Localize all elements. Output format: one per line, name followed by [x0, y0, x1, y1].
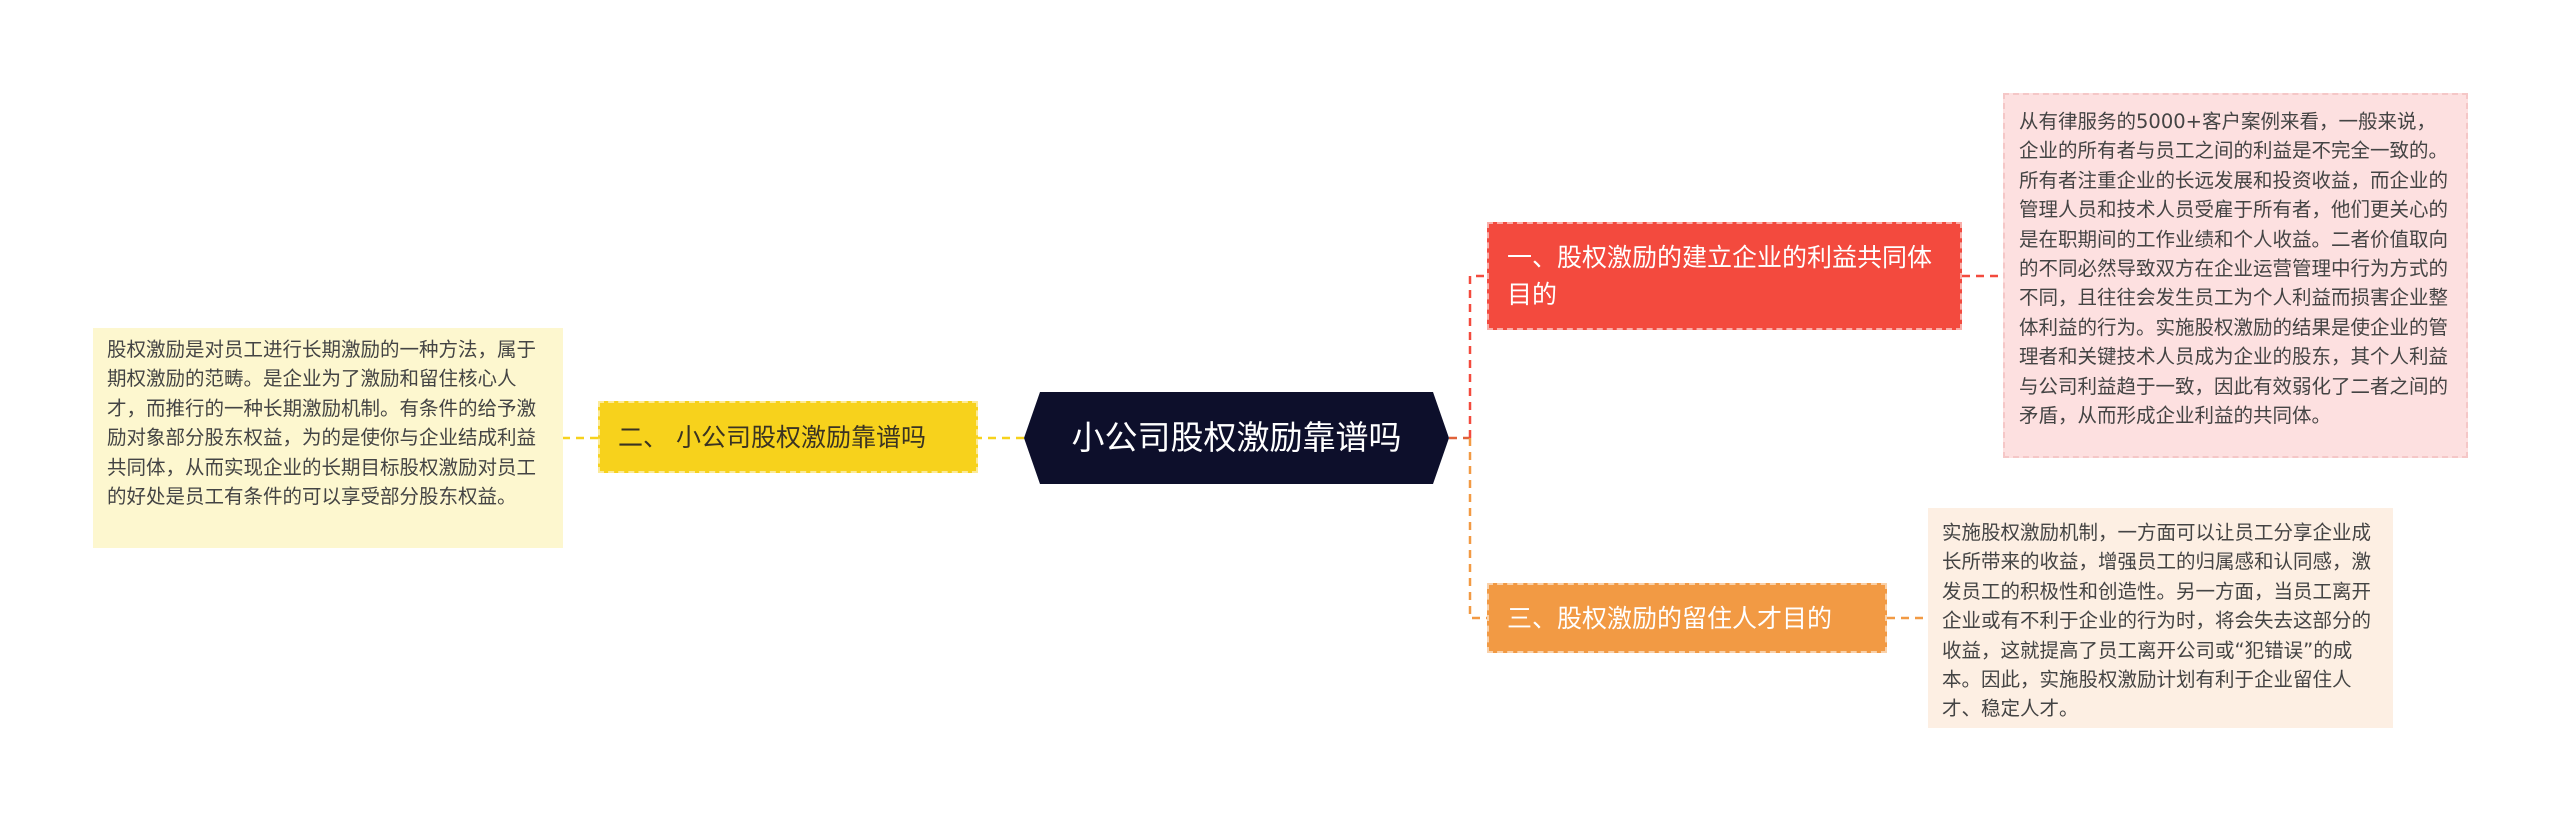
branch-topic-3[interactable]: 三、股权激励的留住人才目的	[1487, 583, 1887, 653]
branch-3-detail-note[interactable]: 实施股权激励机制，一方面可以让员工分享企业成长所带来的收益，增强员工的归属感和认…	[1928, 508, 2393, 728]
branch-topic-1[interactable]: 一、股权激励的建立企业的利益共同体目的	[1487, 222, 1962, 330]
central-topic[interactable]: 小公司股权激励靠谱吗	[1024, 392, 1449, 484]
branch-1-detail-note[interactable]: 从有律服务的5000+客户案例来看，一般来说，企业的所有者与员工之间的利益是不完…	[2003, 93, 2468, 458]
branch-2-detail-note[interactable]: 股权激励是对员工进行长期激励的一种方法，属于期权激励的范畴。是企业为了激励和留住…	[93, 328, 563, 548]
branch-topic-2[interactable]: 二、 小公司股权激励靠谱吗	[598, 401, 978, 473]
connector-trunk-to-branch-1	[1468, 274, 1487, 438]
connector-trunk-to-branch-3	[1468, 438, 1487, 620]
